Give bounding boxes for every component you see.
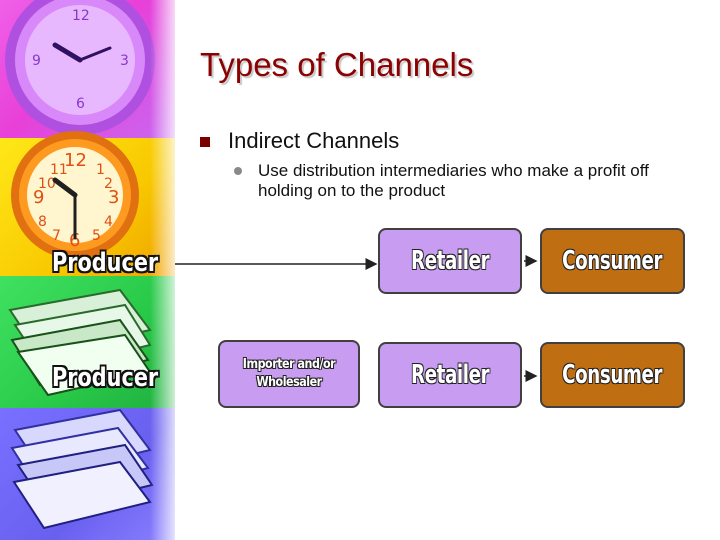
sub-bullet-text: Use distribution intermediaries who make…	[258, 161, 649, 200]
paper-stack-icon	[8, 288, 152, 397]
consumer-label: Consumer	[562, 360, 663, 390]
svg-text:8: 8	[38, 214, 47, 230]
svg-text:6: 6	[76, 96, 85, 112]
svg-text:3: 3	[108, 187, 119, 208]
producer-label-row2: Producer	[52, 363, 159, 393]
svg-text:3: 3	[120, 53, 129, 69]
consumer-box-row2: Consumer	[540, 342, 685, 408]
svg-text:4: 4	[104, 214, 113, 230]
square-bullet-icon	[200, 137, 210, 147]
svg-text:11: 11	[50, 162, 68, 178]
importer-wholesaler-box: Importer and/or Wholesaler	[218, 340, 360, 408]
svg-text:12: 12	[72, 8, 90, 24]
consumer-box-row1: Consumer	[540, 228, 685, 294]
svg-text:9: 9	[33, 187, 44, 208]
producer-label-row1: Producer	[52, 248, 159, 278]
retailer-label: Retailer	[410, 360, 490, 390]
svg-text:9: 9	[32, 53, 41, 69]
slide-title: Types of Channels	[200, 46, 474, 83]
bullet-indirect-channels: Indirect Channels	[228, 128, 400, 153]
retailer-label: Retailer	[410, 246, 490, 276]
svg-text:10: 10	[38, 176, 56, 192]
importer-wholesaler-label: Importer and/or Wholesaler	[242, 357, 336, 390]
retailer-box-row2: Retailer	[378, 342, 522, 408]
retailer-box-row1: Retailer	[378, 228, 522, 294]
consumer-label: Consumer	[562, 246, 663, 276]
svg-text:5: 5	[92, 228, 101, 244]
clock-icon: 12 3 6 9	[5, 0, 155, 135]
svg-text:6: 6	[69, 230, 80, 251]
round-bullet-icon	[234, 167, 242, 175]
svg-text:2: 2	[104, 176, 113, 192]
svg-text:7: 7	[52, 228, 61, 244]
svg-text:12: 12	[64, 150, 87, 171]
svg-text:1: 1	[96, 162, 105, 178]
